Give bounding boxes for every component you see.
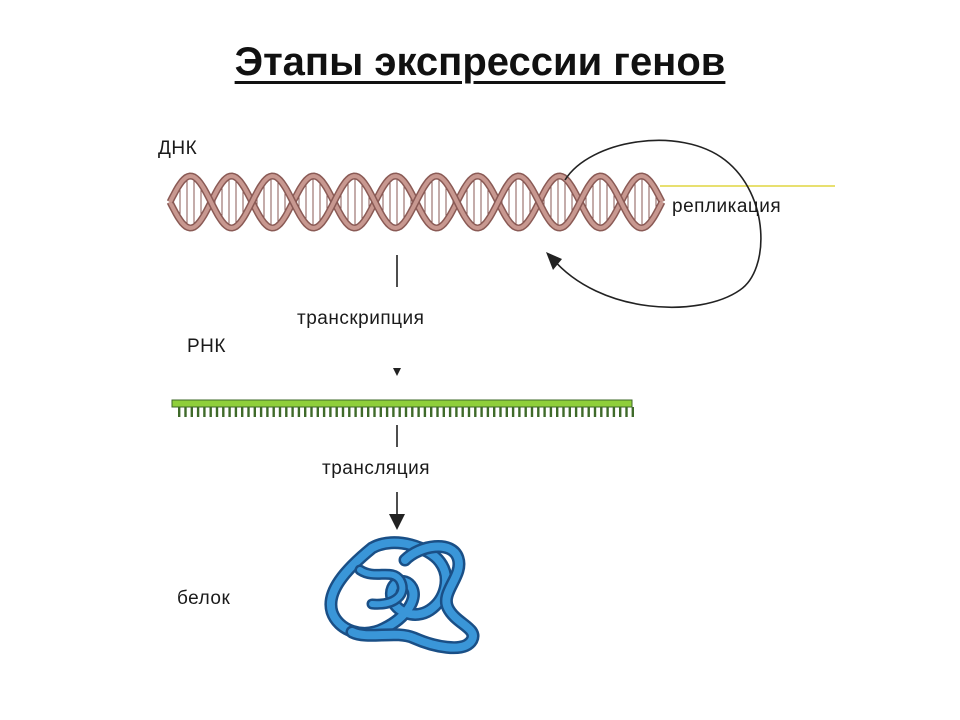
rna-nucleotide [367,407,370,417]
rna-nucleotide [537,407,540,417]
rna-nucleotide [247,407,250,417]
slide-title: Этапы экспрессии генов [0,40,960,85]
rna-nucleotide [266,407,269,417]
rna-nucleotide [562,407,565,417]
rna-nucleotide [511,407,515,417]
rna-nucleotide [423,407,427,417]
rna-nucleotide [398,407,401,417]
rna-nucleotide [518,407,521,417]
rna-nucleotide [625,407,628,417]
circular-arrow-head-icon [546,252,562,270]
rna-nucleotide [530,407,534,417]
rna-nucleotide [568,407,571,417]
rna-nucleotide [486,407,490,417]
rna-nucleotide [404,407,408,417]
rna-nucleotide [600,407,603,417]
rna-nucleotide [455,407,458,417]
rna-nucleotide [234,407,238,417]
rna-nucleotide [574,407,578,417]
rna-nucleotide [448,407,452,417]
rna-nucleotide [631,407,634,417]
rna-nucleotide [379,407,382,417]
rna-backbone [171,399,633,408]
rna-nucleotide [304,407,307,417]
rna-nucleotide [612,407,616,417]
rna-nucleotide [549,407,553,417]
rna-nucleotide [222,407,225,417]
transcription-arrow-head-icon [393,368,401,376]
dna-helix [166,172,666,232]
rna-nucleotide [190,407,193,417]
rna-nucleotide [581,407,584,417]
dna-strand-2 [168,173,664,231]
rna-nucleotide [385,407,389,417]
dna-label: ДНК [158,138,198,159]
rna-nucleotide [215,407,219,417]
rna-nucleotide [310,407,313,417]
rna-nucleotide [593,407,597,417]
rna-nucleotide [556,407,559,417]
rna-nucleotide [341,407,345,417]
circular-arrow-icon [551,139,762,309]
rna-nucleotide [335,407,338,417]
slide-title-text: Этапы экспрессии генов [234,40,726,84]
rna-nucleotide [505,407,508,417]
rna-nucleotide [417,407,420,417]
rna-nucleotide [543,407,546,417]
rna-nucleotide [316,407,319,417]
rna-strand [171,399,634,417]
rna-nucleotide [430,407,433,417]
rna-nucleotide [291,407,294,417]
rna-nucleotide [619,407,622,417]
rna-nucleotide [297,407,301,417]
rna-nucleotide [436,407,439,417]
folded-protein-icon [324,536,480,655]
rna-nucleotide [392,407,395,417]
rna-nucleotide [467,407,471,417]
rna-nucleotide [606,407,609,417]
rna-nucleotide [499,407,502,417]
rna-nucleotide [272,407,275,417]
rna-nucleotide [259,407,263,417]
rna-nucleotide [524,407,527,417]
rna-nucleotide [587,407,590,417]
rna-nucleotide [285,407,288,417]
rna-nucleotide [278,407,282,417]
rna-nucleotide [461,407,464,417]
translation-label: трансляция [322,458,430,479]
rna-nucleotide [241,407,244,417]
rna-nucleotide [474,407,477,417]
rna-nucleotide [329,407,332,417]
rna-nucleotide [348,407,351,417]
rna-label: РНК [187,336,226,357]
rna-nucleotide [354,407,357,417]
rna-nucleotide [493,407,496,417]
rna-nucleotide [203,407,206,417]
protein-label: белок [177,588,231,609]
rna-nucleotide [228,407,231,417]
rna-nucleotide [373,407,376,417]
rna-nucleotide [411,407,414,417]
rna-nucleotide [442,407,445,417]
rna-nucleotide [196,407,200,417]
replication-label: репликация [672,196,782,217]
translation-arrow-head-icon [389,514,405,530]
rna-nucleotide [184,407,187,417]
rna-nucleotide [322,407,326,417]
rna-nucleotide [480,407,483,417]
rna-nucleotide [360,407,364,417]
rna-nucleotide [253,407,256,417]
rna-nucleotide [178,407,181,417]
transcription-label: транскрипция [297,308,425,329]
rna-nucleotide [209,407,212,417]
